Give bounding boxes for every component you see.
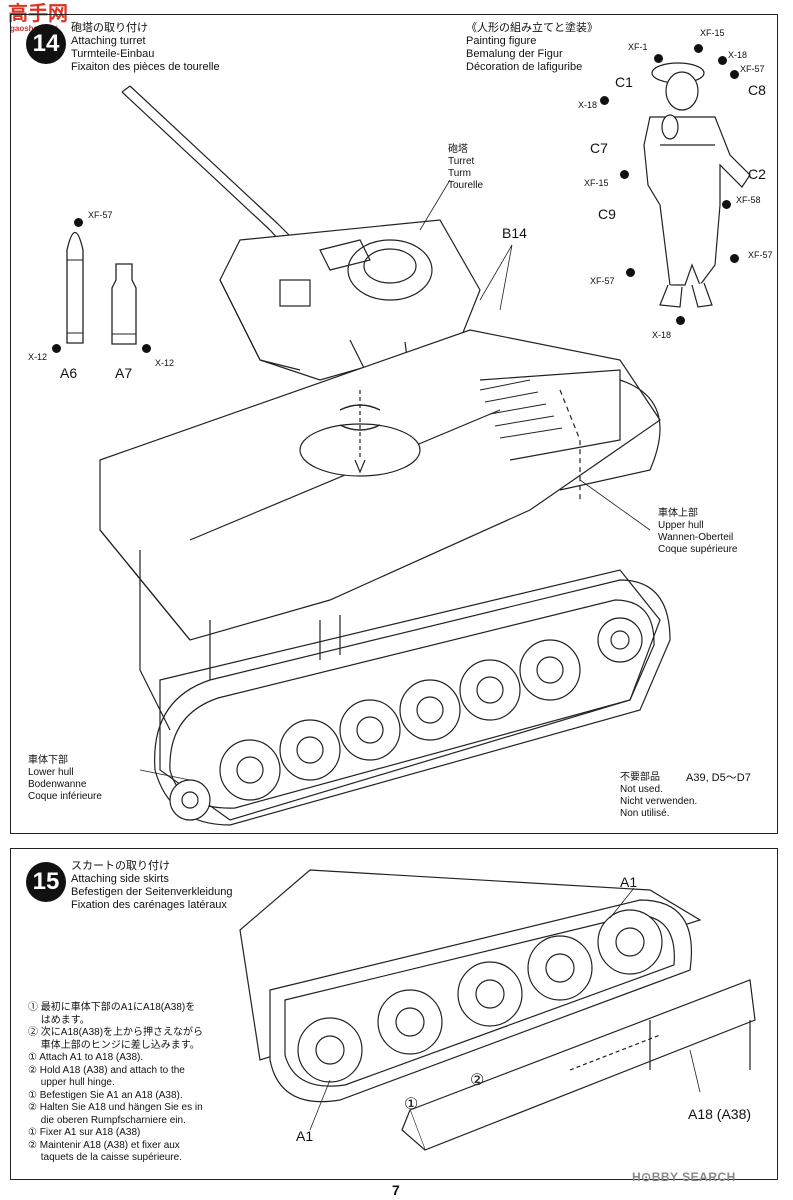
fig-dot-x18-bottom	[676, 316, 685, 325]
not-used-parts: A39, D5〜D7	[686, 772, 751, 784]
paint-x12-left: X-12	[28, 352, 48, 362]
fig-part-c7: C7	[590, 140, 608, 156]
fig-part-c1: C1	[615, 74, 633, 90]
lower-hull-label: 車体下部 Lower hull Bodenwanne Coque inférie…	[28, 755, 102, 802]
step14-title-en: Attaching turret	[71, 35, 146, 47]
step14-title-de: Turmteile-Einbau	[71, 48, 155, 60]
fig-paint-xf15-top: XF-15	[700, 28, 725, 38]
fig-part-c2: C2	[748, 166, 766, 182]
fig-paint-x18-left: X-18	[578, 100, 598, 110]
soldier-figure-drawing	[643, 62, 751, 308]
step15-marker-2: ②	[470, 1072, 485, 1089]
step15-marker-1: ①	[404, 1096, 419, 1113]
step15-title: スカートの取り付け Attaching side skirts Befestig…	[71, 860, 232, 912]
tank-assembly-drawing	[99, 85, 671, 826]
paint-dot-x12-right	[142, 344, 151, 353]
part-a6: A6	[60, 365, 78, 381]
fig-dot-xf15-mid	[620, 170, 629, 179]
part-b14: B14	[502, 225, 527, 241]
skirt-assembly-drawing	[239, 869, 756, 1151]
fig-paint-xf15-mid: XF-15	[584, 178, 609, 188]
part-a7: A7	[115, 365, 133, 381]
shell-a7-drawing	[111, 263, 137, 345]
step14-panel	[10, 14, 778, 834]
part-a1-bottom: A1	[296, 1128, 314, 1144]
not-used-label: 不要部品 Not used. Nicht verwenden. Non util…	[620, 772, 698, 819]
hobby-search-logo: H⊙BBY SEARCH	[632, 1170, 736, 1184]
fig-paint-xf1: XF-1	[628, 42, 648, 52]
shell-a6-drawing	[66, 231, 84, 344]
part-a18: A18 (A38)	[688, 1106, 752, 1122]
paint-x12-right: X-12	[155, 358, 175, 368]
step14-title: 砲塔の取り付け Attaching turret Turmteile-Einba…	[71, 22, 220, 74]
part-a1-top: A1	[620, 874, 638, 890]
fig-paint-xf57-right: XF-57	[748, 250, 773, 260]
step15-title-de: Befestigen der Seitenverkleidung	[71, 886, 233, 898]
step15-title-jp: スカートの取り付け	[71, 860, 170, 872]
step14-title-jp: 砲塔の取り付け	[71, 22, 148, 34]
fig-dot-xf57-top	[730, 70, 739, 79]
fig-paint-xf57-top: XF-57	[740, 64, 765, 74]
paint-dot-x12-left	[52, 344, 61, 353]
step15-instructions: ① 最初に車体下部のA1にA18(A38)を はめます。 ② 次にA18(A38…	[28, 1002, 204, 1163]
step14-title-fr: Fixaiton des pièces de tourelle	[71, 61, 220, 73]
fig-part-c8: C8	[748, 82, 766, 98]
paint-dot-xf57-shell	[74, 218, 83, 227]
fig-dot-xf1	[654, 54, 663, 63]
fig-dot-xf57-left	[626, 268, 635, 277]
turret-label: 砲塔 Turret Turm Tourelle	[448, 144, 484, 191]
step15-title-fr: Fixation des carénages latéraux	[71, 899, 227, 911]
step15-number: 15	[26, 862, 66, 902]
fig-dot-xf15-top	[694, 44, 703, 53]
fig-part-c9: C9	[598, 206, 616, 222]
fig-dot-x18-left	[600, 96, 609, 105]
fig-paint-x18-top: X-18	[728, 50, 748, 60]
step15-title-en: Attaching side skirts	[71, 873, 169, 885]
paint-xf57-shell: XF-57	[88, 210, 113, 220]
step15-panel	[10, 848, 778, 1180]
step14-number: 14	[26, 24, 66, 64]
fig-dot-x18-top	[718, 56, 727, 65]
fig-dot-xf58	[722, 200, 731, 209]
page-number: 7	[392, 1182, 400, 1198]
figure-title: 《人形の組み立てと塗装》 Painting figure Bemalung de…	[466, 22, 598, 73]
fig-paint-xf57-left: XF-57	[590, 276, 615, 286]
fig-paint-x18-bottom: X-18	[652, 330, 672, 340]
fig-dot-xf57-right	[730, 254, 739, 263]
upper-hull-label: 車体上部 Upper hull Wannen-Oberteil Coque su…	[658, 508, 738, 555]
fig-paint-xf58: XF-58	[736, 195, 761, 205]
